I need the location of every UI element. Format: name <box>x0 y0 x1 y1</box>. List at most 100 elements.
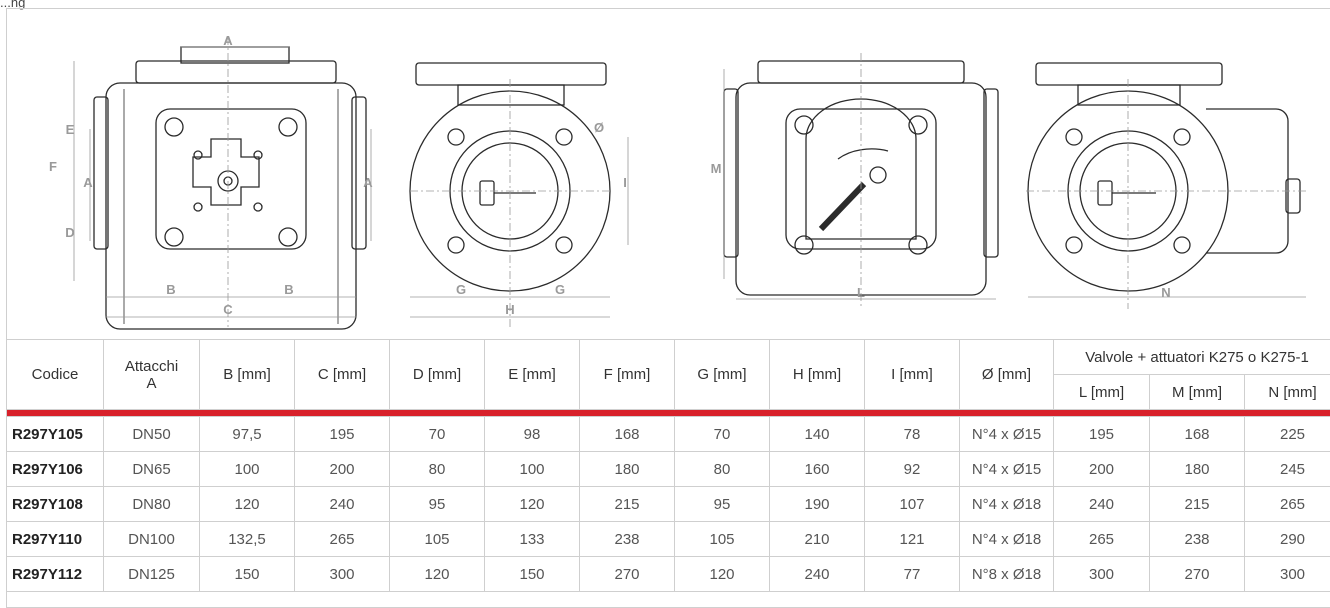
cell-m: 238 <box>1149 521 1245 557</box>
cell-o: N°4 x Ø15 <box>959 416 1054 452</box>
page-header: ...ng <box>0 0 26 10</box>
cell-m: 270 <box>1149 556 1245 592</box>
cell-codice: R297Y106 <box>6 451 104 487</box>
header-f: F [mm] <box>579 339 675 410</box>
header-attacchi-line1: Attacchi <box>124 357 179 375</box>
cell-n: 290 <box>1244 521 1330 557</box>
dim-label-l: L <box>857 285 865 300</box>
cell-e: 150 <box>484 556 580 592</box>
cell-g: 80 <box>674 451 770 487</box>
cell-a: DN125 <box>103 556 200 592</box>
cell-n: 300 <box>1244 556 1330 592</box>
cell-c: 300 <box>294 556 390 592</box>
cell-codice: R297Y112 <box>6 556 104 592</box>
dim-label-f: F <box>49 159 57 174</box>
header-h: H [mm] <box>769 339 865 410</box>
cell-n: 245 <box>1244 451 1330 487</box>
cell-m: 215 <box>1149 486 1245 522</box>
header-d: D [mm] <box>389 339 485 410</box>
cell-o: N°8 x Ø18 <box>959 556 1054 592</box>
cell-m: 180 <box>1149 451 1245 487</box>
dim-label-b-right: B <box>284 282 293 297</box>
header-i: I [mm] <box>864 339 960 410</box>
dim-label-m: M <box>711 161 722 176</box>
dim-label-h: H <box>505 302 514 317</box>
cell-i: 121 <box>864 521 960 557</box>
cell-l: 265 <box>1053 521 1150 557</box>
dim-label-e: E <box>66 122 75 137</box>
cell-b: 120 <box>199 486 295 522</box>
cell-b: 97,5 <box>199 416 295 452</box>
cell-d: 70 <box>389 416 485 452</box>
dim-label-a-right: A <box>363 175 373 190</box>
cell-o: N°4 x Ø18 <box>959 486 1054 522</box>
cell-f: 270 <box>579 556 675 592</box>
header-c: C [mm] <box>294 339 390 410</box>
dim-label-g-left: G <box>456 282 466 297</box>
cell-a: DN100 <box>103 521 200 557</box>
header-attacchi: Attacchi A <box>103 339 200 410</box>
dim-label-n: N <box>1161 285 1170 300</box>
technical-drawings: A E F A D A B B C Ø I G G H M L N <box>49 33 1306 330</box>
cell-d: 80 <box>389 451 485 487</box>
header-e: E [mm] <box>484 339 580 410</box>
dim-label-c: C <box>223 302 233 317</box>
cell-n: 265 <box>1244 486 1330 522</box>
cell-n: 225 <box>1244 416 1330 452</box>
header-m: M [mm] <box>1149 374 1245 410</box>
cell-d: 95 <box>389 486 485 522</box>
cell-c: 195 <box>294 416 390 452</box>
cell-i: 77 <box>864 556 960 592</box>
cell-d: 120 <box>389 556 485 592</box>
cell-f: 180 <box>579 451 675 487</box>
header-b: B [mm] <box>199 339 295 410</box>
dim-label-b-left: B <box>166 282 175 297</box>
cell-b: 150 <box>199 556 295 592</box>
drawing-front-view <box>73 37 372 330</box>
dim-label-g-right: G <box>555 282 565 297</box>
cell-f: 215 <box>579 486 675 522</box>
cell-c: 240 <box>294 486 390 522</box>
cell-l: 240 <box>1053 486 1150 522</box>
header-diameter: Ø [mm] <box>959 339 1054 410</box>
cell-a: DN65 <box>103 451 200 487</box>
dimensions-table: Codice Attacchi A B [mm] C [mm] D [mm] E… <box>6 339 1330 592</box>
cell-g: 105 <box>674 521 770 557</box>
cell-h: 210 <box>769 521 865 557</box>
header-group-actuators: Valvole + attuatori K275 o K275-1 <box>1053 339 1330 375</box>
cell-l: 300 <box>1053 556 1150 592</box>
cell-o: N°4 x Ø18 <box>959 521 1054 557</box>
cell-d: 105 <box>389 521 485 557</box>
cell-f: 168 <box>579 416 675 452</box>
cell-g: 95 <box>674 486 770 522</box>
cell-b: 132,5 <box>199 521 295 557</box>
cell-i: 78 <box>864 416 960 452</box>
header-n: N [mm] <box>1244 374 1330 410</box>
cell-h: 160 <box>769 451 865 487</box>
cell-g: 70 <box>674 416 770 452</box>
cell-m: 168 <box>1149 416 1245 452</box>
dim-label-d: D <box>65 225 74 240</box>
cell-c: 200 <box>294 451 390 487</box>
cell-f: 238 <box>579 521 675 557</box>
cell-a: DN80 <box>103 486 200 522</box>
header-separator-bar <box>6 409 1330 417</box>
drawing-actuator-front-view <box>723 53 999 307</box>
cell-h: 190 <box>769 486 865 522</box>
cell-i: 92 <box>864 451 960 487</box>
cell-e: 98 <box>484 416 580 452</box>
cell-codice: R297Y110 <box>6 521 104 557</box>
cell-codice: R297Y105 <box>6 416 104 452</box>
cell-e: 120 <box>484 486 580 522</box>
dim-label-a-top: A <box>223 33 233 48</box>
cell-h: 140 <box>769 416 865 452</box>
cell-h: 240 <box>769 556 865 592</box>
cell-codice: R297Y108 <box>6 486 104 522</box>
cell-a: DN50 <box>103 416 200 452</box>
